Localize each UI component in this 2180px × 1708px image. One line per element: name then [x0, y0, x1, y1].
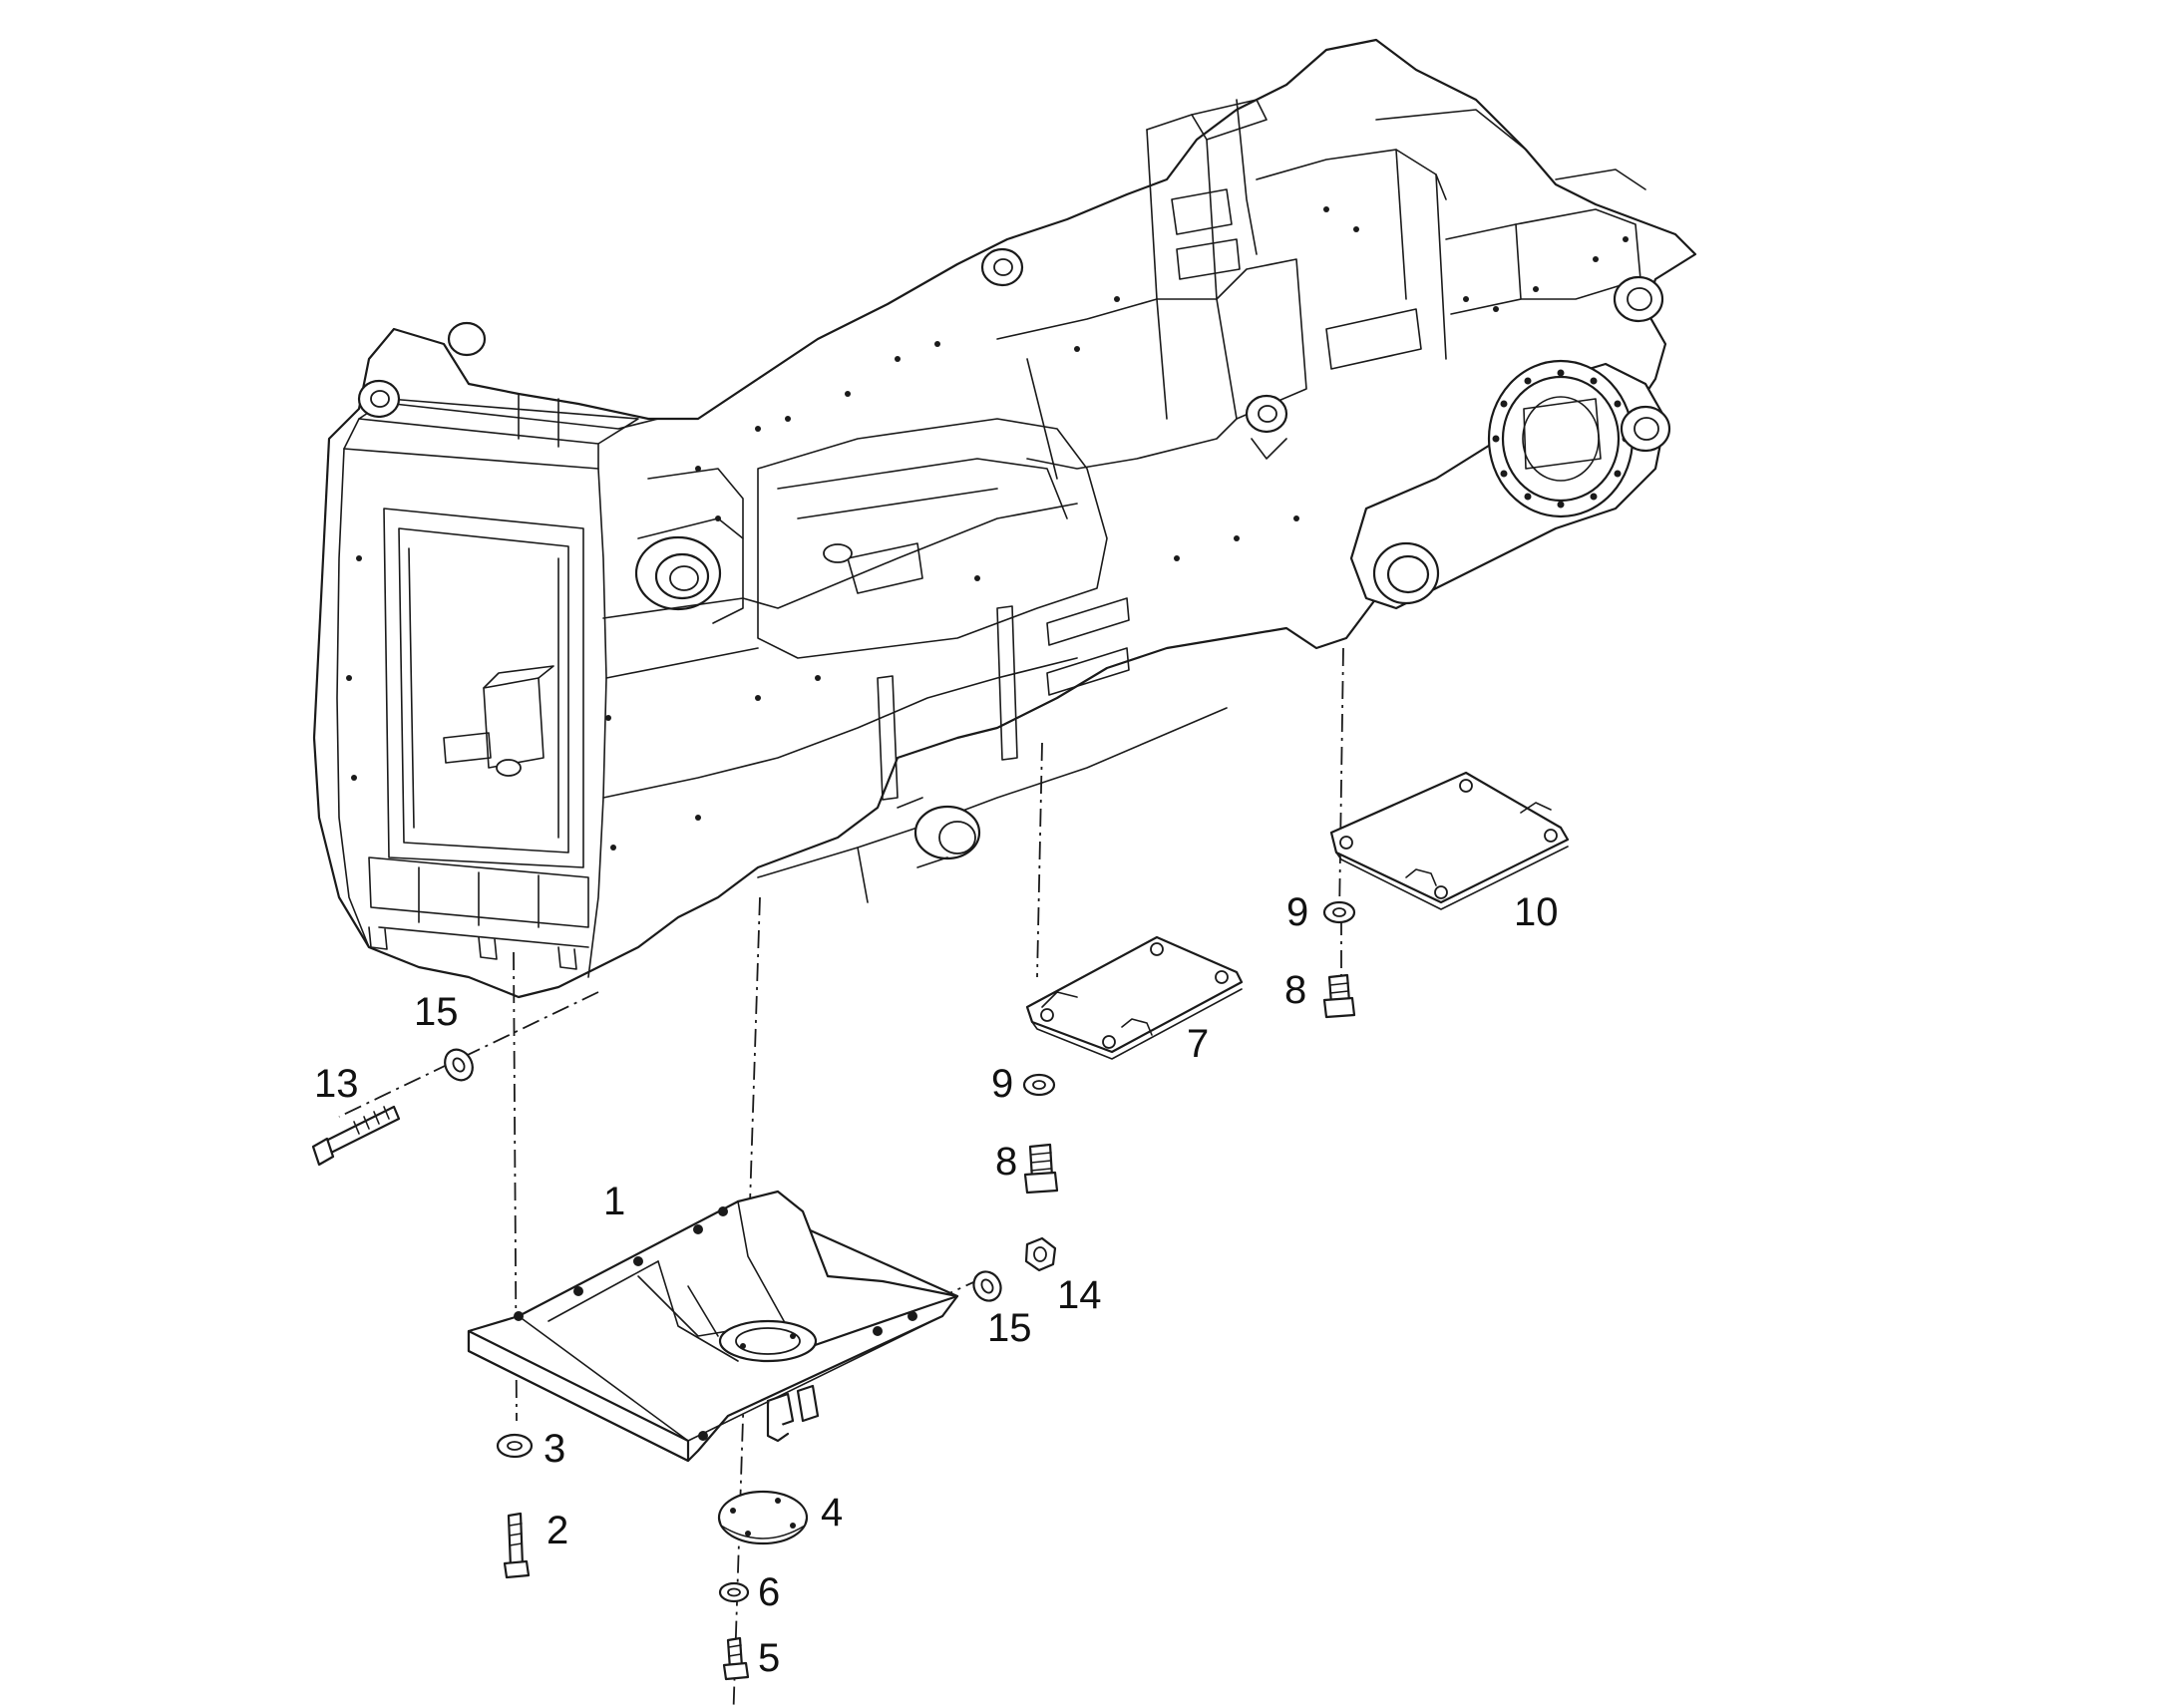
callout-3: 3 [544, 1427, 565, 1471]
part-8-bolt-right [1322, 973, 1356, 1019]
part-13-long-bolt [311, 1105, 401, 1167]
callout-14: 14 [1057, 1273, 1102, 1317]
part-15-washer-right [972, 1270, 1002, 1302]
callout-8-center: 8 [995, 1140, 1017, 1184]
part-2-bolt [503, 1512, 531, 1579]
callout-2: 2 [546, 1509, 568, 1552]
callout-labels: 1 2 3 4 5 6 7 8 8 9 9 10 13 14 15 15 [314, 890, 1559, 1680]
callout-15-left: 15 [414, 990, 459, 1034]
part-14-nut [1024, 1236, 1057, 1272]
chassis-frame [312, 38, 1697, 999]
callout-13: 13 [314, 1062, 359, 1106]
callout-9-right: 9 [1286, 890, 1308, 934]
callout-8-right: 8 [1284, 968, 1306, 1012]
callout-1: 1 [603, 1180, 625, 1223]
part-15-washer-left [444, 1048, 474, 1082]
part-4-cover-disc [717, 1490, 809, 1545]
part-3-washer [496, 1433, 534, 1459]
callout-10: 10 [1514, 890, 1559, 934]
callout-5: 5 [758, 1636, 780, 1680]
callout-15-right: 15 [987, 1306, 1032, 1350]
part-9-washer-center [1022, 1073, 1056, 1097]
callout-7: 7 [1187, 1022, 1209, 1066]
callout-6: 6 [758, 1570, 780, 1614]
callout-9-center: 9 [991, 1062, 1013, 1106]
part-1-under-plate [467, 1190, 959, 1463]
part-8-bolt-center [1023, 1143, 1059, 1195]
part-6-washer [718, 1581, 750, 1603]
part-10-access-cover [1329, 771, 1570, 910]
part-9-washer-right [1322, 900, 1356, 924]
part-7-access-cover [1025, 935, 1244, 1060]
callout-4: 4 [821, 1491, 843, 1535]
part-5-bolt [722, 1636, 750, 1681]
